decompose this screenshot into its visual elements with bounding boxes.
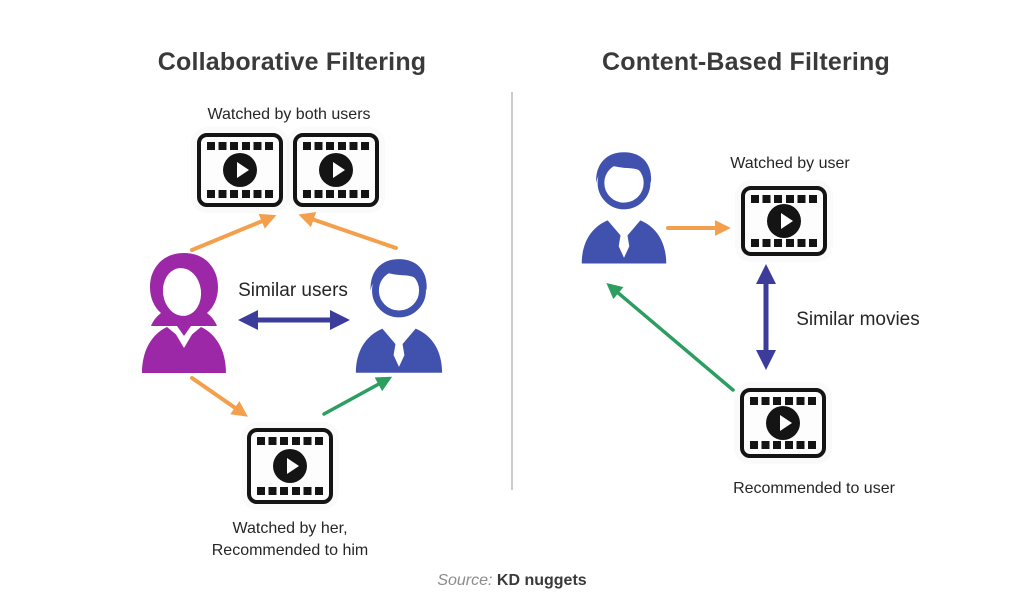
film-strip-top — [750, 397, 816, 405]
film-strip-top — [257, 437, 323, 445]
film-play-area — [207, 150, 273, 190]
left-panel-title: Collaborative Filtering — [157, 48, 427, 76]
arrow-man-to-both-films — [298, 212, 398, 250]
play-triangle-icon — [780, 213, 793, 229]
film-play-area — [257, 445, 323, 487]
film-play-icon — [197, 133, 283, 207]
watched-by-her-label: Watched by her, Recommended to him — [140, 518, 440, 561]
watched-by-her-line2: Recommended to him — [211, 541, 369, 559]
play-button-icon — [766, 406, 800, 440]
film-strip-bottom — [751, 239, 817, 247]
film-play-icon — [740, 388, 826, 458]
film-play-icon — [247, 428, 333, 504]
film-strip-top — [751, 195, 817, 203]
arrow-recommended-film-to-man — [322, 376, 393, 416]
play-triangle-icon — [332, 162, 345, 178]
watched-by-user-label: Watched by user — [730, 155, 850, 172]
film-strip-bottom — [257, 487, 323, 495]
watched-by-both-users-label: Watched by both users — [207, 106, 371, 123]
film-strip-top — [207, 142, 273, 150]
film-play-icon — [293, 133, 379, 207]
play-triangle-icon — [779, 415, 792, 431]
film-strip-top — [303, 142, 369, 150]
film-strip-bottom — [303, 190, 369, 198]
similar-users-label: Similar users — [238, 280, 348, 301]
watched-by-her-line1: Watched by her, — [232, 520, 348, 537]
male-user-icon — [581, 152, 667, 264]
play-triangle-icon — [286, 458, 299, 474]
play-button-icon — [319, 153, 353, 187]
play-triangle-icon — [236, 162, 249, 178]
play-button-icon — [767, 204, 801, 238]
film-play-area — [303, 150, 369, 190]
source-line: Source: KD nuggets — [0, 572, 1024, 590]
film-strip-bottom — [207, 190, 273, 198]
male-user-icon — [355, 259, 443, 373]
right-panel-title: Content-Based Filtering — [602, 48, 890, 76]
source-label: Source: — [437, 572, 493, 589]
panel-divider — [511, 92, 513, 490]
arrow-woman-to-recommended-film — [190, 376, 248, 417]
film-play-area — [750, 405, 816, 441]
female-user-icon — [142, 253, 226, 373]
similar-movies-label: Similar movies — [796, 309, 920, 330]
arrow-recommended-film-to-user — [606, 282, 735, 392]
film-play-area — [751, 203, 817, 239]
arrow-woman-to-both-films — [190, 213, 277, 252]
play-button-icon — [223, 153, 257, 187]
recommended-to-user-label: Recommended to user — [733, 480, 895, 497]
film-strip-bottom — [750, 441, 816, 449]
source-value: KD nuggets — [496, 572, 587, 589]
film-play-icon — [741, 186, 827, 256]
play-button-icon — [273, 449, 307, 483]
